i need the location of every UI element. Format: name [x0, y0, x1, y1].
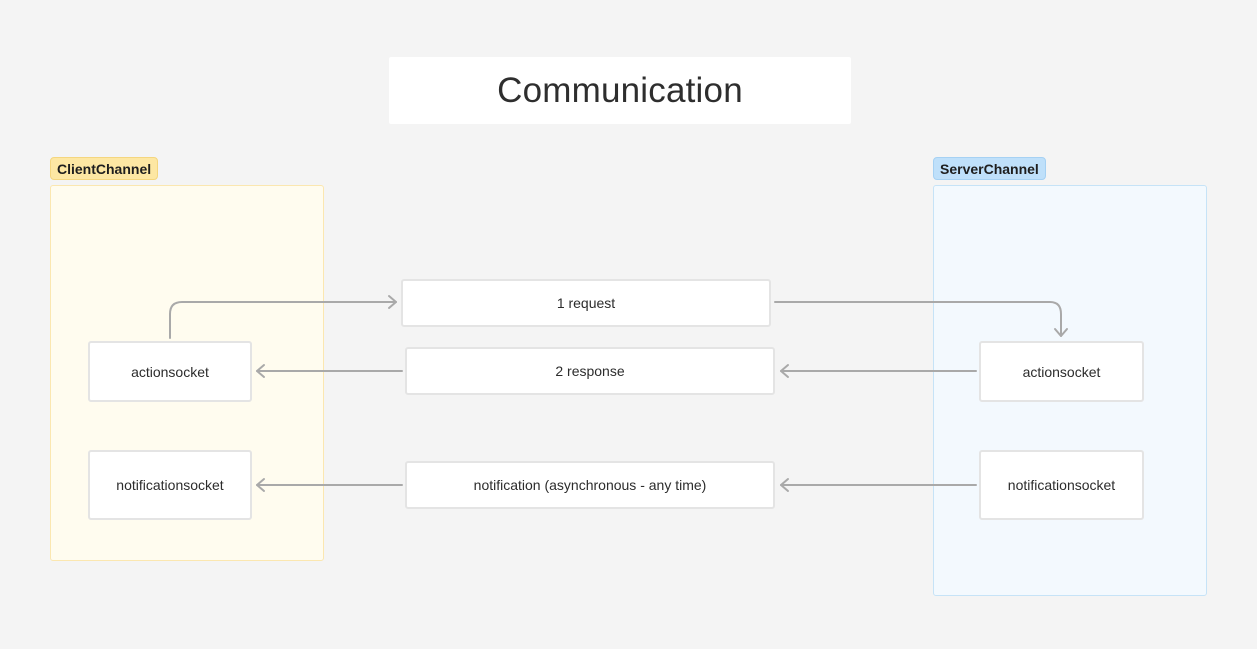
client-channel-label: ClientChannel	[50, 157, 159, 180]
client-actionsocket-node[interactable]: actionsocket	[88, 341, 252, 402]
arrowhead-response-in	[780, 364, 789, 378]
arrowhead-request-in	[388, 295, 397, 309]
client-notificationsocket-node[interactable]: notificationsocket	[88, 450, 252, 520]
server-channel-label: ServerChannel	[933, 157, 1046, 180]
response-message-label[interactable]: 2 response	[405, 347, 775, 395]
server-actionsocket-node[interactable]: actionsocket	[979, 341, 1144, 402]
notification-message-label[interactable]: notification (asynchronous - any time)	[405, 461, 775, 509]
request-message-label[interactable]: 1 request	[401, 279, 771, 327]
diagram-title: Communication	[389, 57, 851, 124]
arrowhead-notification-message-in	[780, 478, 789, 492]
server-notificationsocket-node[interactable]: notificationsocket	[979, 450, 1144, 520]
